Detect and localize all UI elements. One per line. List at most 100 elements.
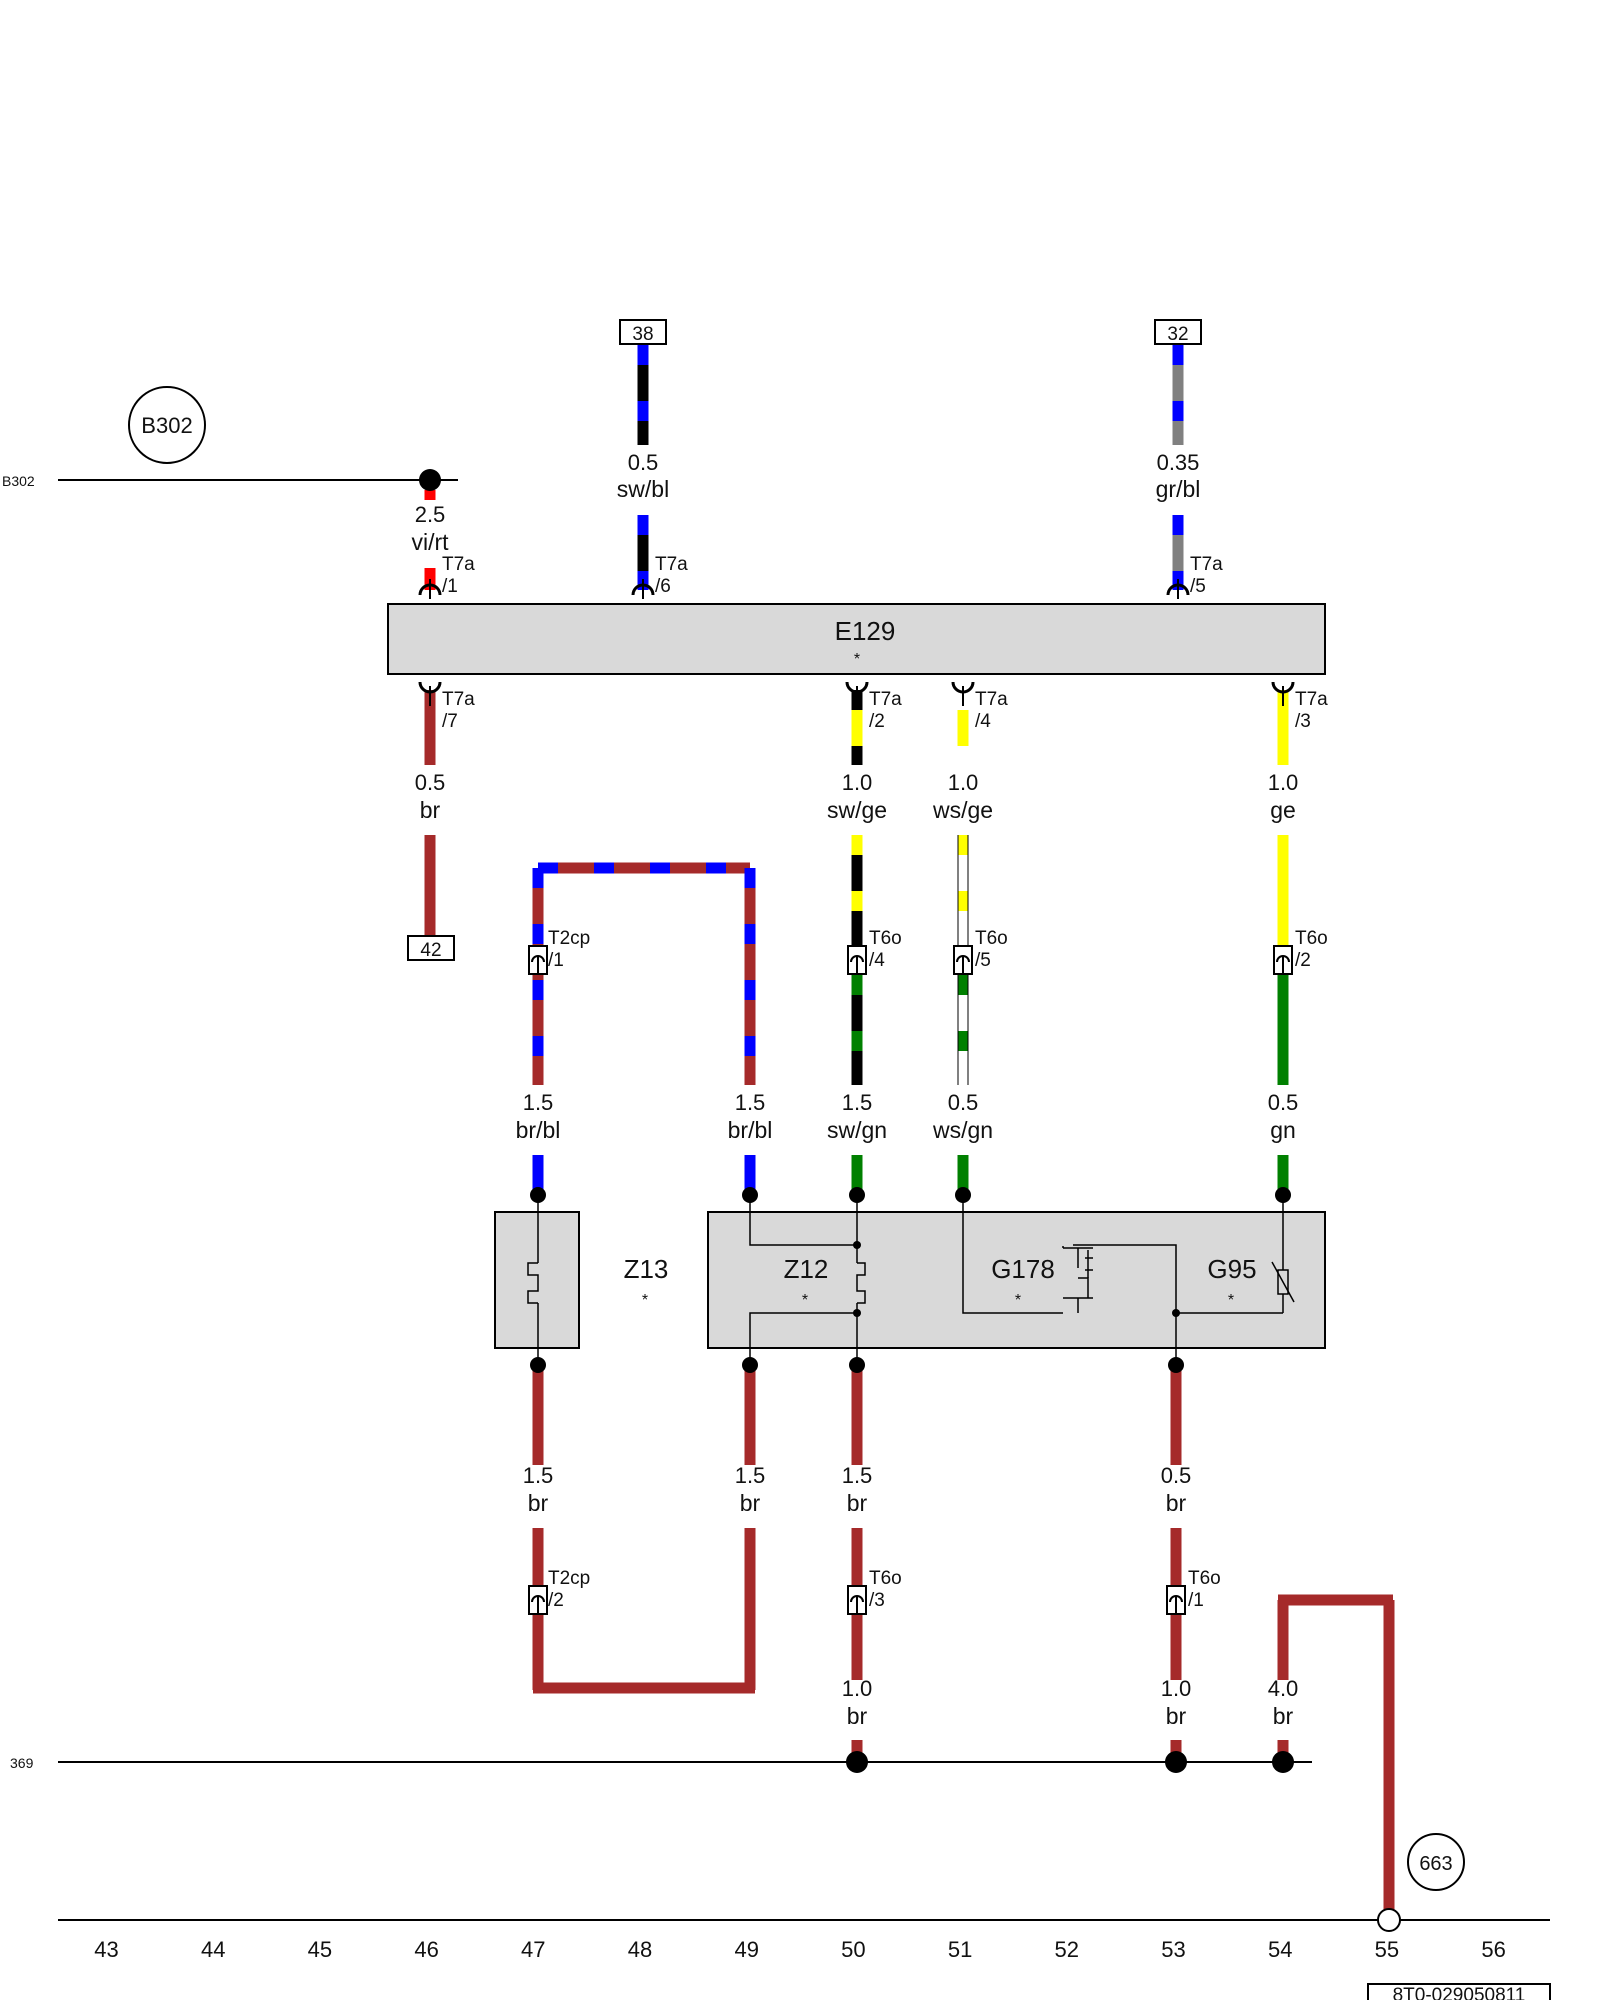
svg-text:ws/gn: ws/gn (932, 1117, 993, 1143)
column-number: 43 (94, 1937, 118, 1962)
column-number: 54 (1268, 1937, 1292, 1962)
svg-text:0.5: 0.5 (415, 770, 446, 795)
svg-text:T7a: T7a (442, 689, 475, 710)
svg-text:T6o: T6o (1188, 1568, 1221, 1589)
svg-text:sw/ge: sw/ge (827, 797, 887, 823)
wires-layer (424, 345, 1395, 1910)
svg-text:vi/rt: vi/rt (411, 529, 449, 555)
svg-text:Z12: Z12 (784, 1254, 829, 1284)
svg-text:1.5: 1.5 (842, 1090, 873, 1115)
svg-text:/5: /5 (975, 950, 991, 971)
svg-text:*: * (642, 1292, 648, 1309)
e129-box: E129 * (387, 603, 1326, 675)
svg-text:T6o: T6o (975, 928, 1008, 949)
svg-text:br/bl: br/bl (516, 1117, 561, 1143)
ground-point-55 (1377, 1908, 1401, 1932)
svg-text:8T0-029050811: 8T0-029050811 (1393, 1985, 1526, 2000)
svg-text:G95: G95 (1207, 1254, 1256, 1284)
svg-text:/2: /2 (548, 1590, 564, 1611)
column-number: 46 (414, 1937, 438, 1962)
svg-text:gn: gn (1270, 1117, 1296, 1143)
svg-text:Z13: Z13 (624, 1254, 669, 1284)
svg-text:br: br (1166, 1490, 1187, 1516)
footer-code: 8T0-029050811 (1367, 1983, 1551, 2000)
b302-side-label: B302 (2, 473, 35, 489)
svg-text:sw/gn: sw/gn (827, 1117, 887, 1143)
column-number: 55 (1375, 1937, 1399, 1962)
svg-text:/1: /1 (442, 576, 458, 597)
svg-text:T7a: T7a (1295, 689, 1328, 710)
svg-text:br: br (420, 797, 441, 823)
column-number: 53 (1161, 1937, 1185, 1962)
svg-text:*: * (1015, 1292, 1021, 1309)
svg-text:br: br (1273, 1703, 1294, 1729)
pin-labels: T7a /1 T7a /6 T7a /5 T7a /7 T7a /2 T7a /… (442, 554, 1328, 1611)
svg-text:1.5: 1.5 (523, 1090, 554, 1115)
svg-text:ge: ge (1270, 797, 1296, 823)
svg-text:G178: G178 (991, 1254, 1055, 1284)
column-number: 56 (1481, 1937, 1505, 1962)
column-number: 50 (841, 1937, 865, 1962)
svg-text:/7: /7 (442, 711, 458, 732)
svg-text:T6o: T6o (869, 1568, 902, 1589)
svg-text:T6o: T6o (869, 928, 902, 949)
svg-text:1.5: 1.5 (735, 1463, 766, 1488)
g95-label: G95 * (1207, 1254, 1256, 1309)
svg-text:gr/bl: gr/bl (1156, 476, 1201, 502)
svg-text:1.5: 1.5 (735, 1090, 766, 1115)
z13-label: Z13 * (624, 1254, 669, 1309)
svg-text:1.0: 1.0 (842, 1676, 873, 1701)
svg-text:/3: /3 (1295, 711, 1311, 732)
svg-text:T7a: T7a (869, 689, 902, 710)
svg-text:42: 42 (420, 940, 441, 961)
svg-text:1.5: 1.5 (842, 1463, 873, 1488)
svg-text:2.5: 2.5 (415, 502, 446, 527)
circle-663: 663 (1407, 1833, 1465, 1891)
svg-text:sw/bl: sw/bl (617, 476, 669, 502)
svg-text:br: br (740, 1490, 761, 1516)
svg-text:*: * (802, 1292, 808, 1309)
svg-text:E129: E129 (835, 616, 896, 646)
svg-text:0.5: 0.5 (948, 1090, 979, 1115)
column-number: 51 (948, 1937, 972, 1962)
svg-text:B302: B302 (141, 413, 192, 438)
svg-text:/2: /2 (1295, 950, 1311, 971)
svg-text:br: br (847, 1703, 868, 1729)
z12-label: Z12 * (784, 1254, 829, 1309)
svg-text:T7a: T7a (975, 689, 1008, 710)
svg-text:/4: /4 (869, 950, 885, 971)
svg-text:/2: /2 (869, 711, 885, 732)
svg-text:4.0: 4.0 (1268, 1676, 1299, 1701)
svg-text:/4: /4 (975, 711, 991, 732)
internal-junctions (853, 1241, 1180, 1317)
svg-text:br: br (1166, 1703, 1187, 1729)
b302-circle: B302 (128, 386, 206, 464)
svg-text:0.5: 0.5 (1161, 1463, 1192, 1488)
svg-text:/3: /3 (869, 1590, 885, 1611)
ref-box-38: 38 (619, 319, 667, 345)
svg-text:1.5: 1.5 (523, 1463, 554, 1488)
svg-text:/1: /1 (548, 950, 564, 971)
column-number: 52 (1055, 1937, 1079, 1962)
svg-text:1.0: 1.0 (1268, 770, 1299, 795)
svg-text:1.0: 1.0 (842, 770, 873, 795)
column-number: 45 (308, 1937, 332, 1962)
svg-text:br: br (847, 1490, 868, 1516)
svg-text:0.5: 0.5 (1268, 1090, 1299, 1115)
column-number: 49 (734, 1937, 758, 1962)
svg-text:*: * (854, 651, 860, 668)
ref-box-32: 32 (1154, 319, 1202, 345)
wire-labels: 2.5 vi/rt 0.5 sw/bl 0.35 gr/bl 0.5 br 1.… (411, 450, 1298, 1729)
internal-wiring (527, 1195, 1295, 1365)
g178-label: G178 * (991, 1254, 1055, 1309)
svg-text:T7a: T7a (655, 554, 688, 575)
svg-text:/6: /6 (655, 576, 671, 597)
z13-box (494, 1211, 580, 1349)
svg-text:T2cp: T2cp (548, 928, 590, 949)
z12-g178-g95-box (707, 1211, 1326, 1349)
svg-text:T2cp: T2cp (548, 1568, 590, 1589)
svg-text:1.0: 1.0 (1161, 1676, 1192, 1701)
column-number: 44 (201, 1937, 225, 1962)
